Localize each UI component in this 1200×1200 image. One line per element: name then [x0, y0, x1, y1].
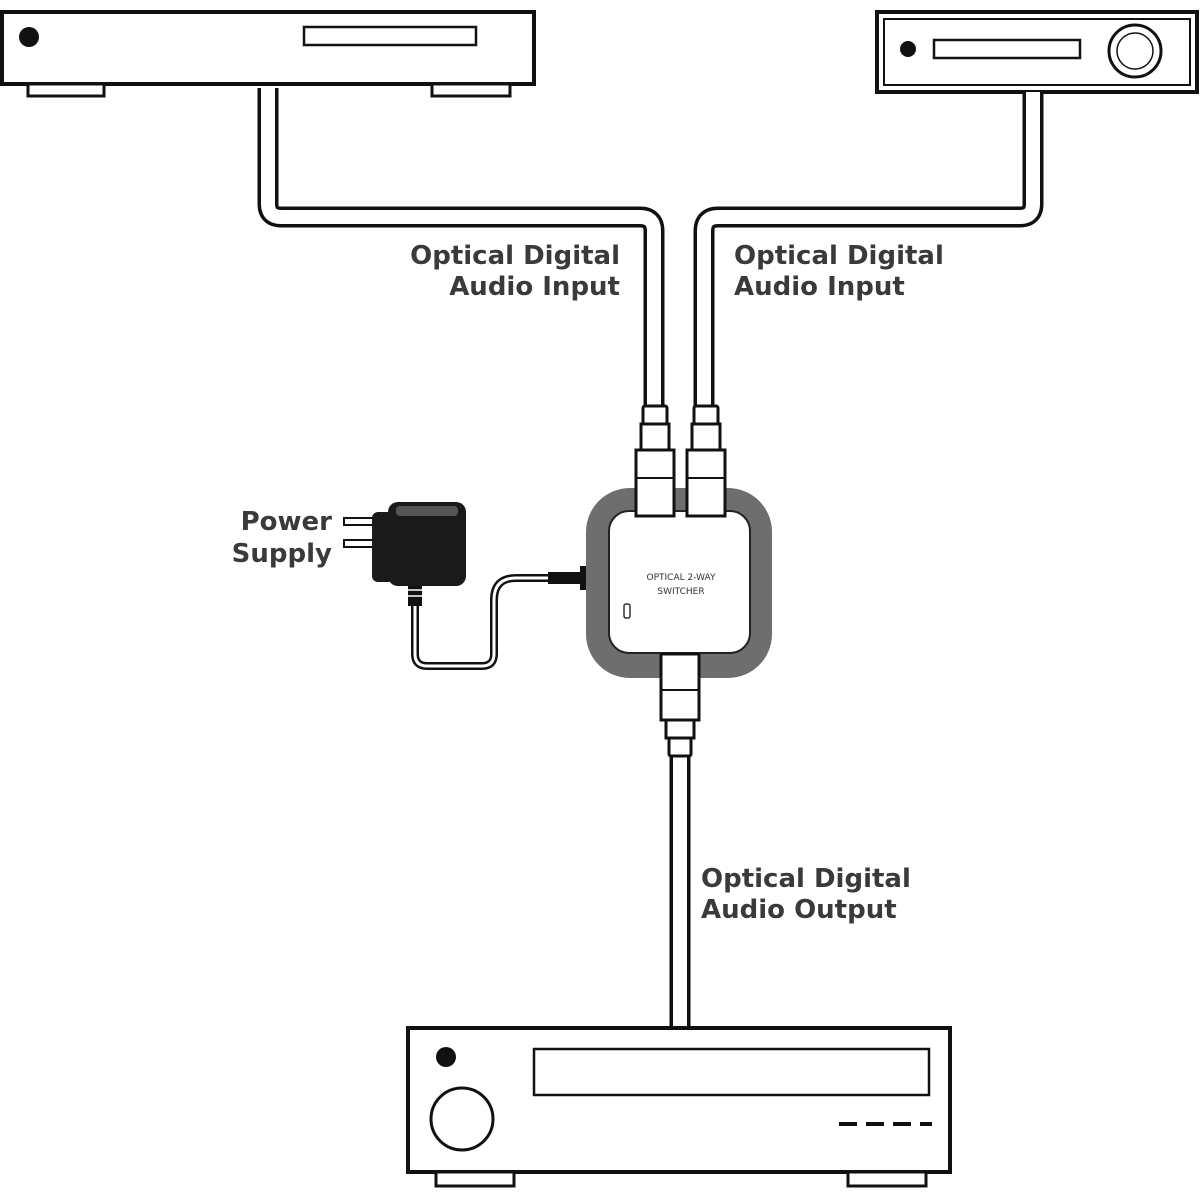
label-output-line2: Audio Output [701, 895, 897, 925]
display-window [932, 38, 1082, 60]
power-button-icon [19, 27, 39, 47]
device-foot-right [430, 82, 512, 98]
connector-input-left [634, 404, 676, 518]
switcher-label-line2: SWITCHER [657, 587, 704, 597]
label-input-right: Optical Digital Audio Input [734, 241, 944, 302]
destination-device [406, 1026, 952, 1188]
device-foot-left [434, 1170, 516, 1188]
label-input-left-line1: Optical Digital [410, 241, 620, 271]
power-button-icon [436, 1047, 456, 1067]
label-input-right-line1: Optical Digital [734, 241, 944, 271]
power-adapter [343, 502, 466, 586]
connector-output [659, 652, 701, 758]
device-foot-left [26, 82, 106, 98]
cable-input-left [257, 88, 665, 408]
device-foot-right [846, 1170, 928, 1188]
switcher-label-line1: OPTICAL 2-WAY [647, 573, 716, 583]
label-output: Optical Digital Audio Output [701, 864, 911, 925]
label-input-left: Optical Digital Audio Input [410, 241, 620, 302]
label-input-right-line2: Audio Input [734, 272, 905, 302]
connector-input-right [685, 404, 727, 518]
led-indicator-icon [623, 603, 631, 619]
switcher-unit: OPTICAL 2-WAY SWITCHER [586, 488, 772, 678]
source-device-right [875, 10, 1199, 94]
cable-input-right [693, 92, 1044, 408]
label-output-line1: Optical Digital [701, 864, 911, 894]
display-window [532, 1047, 931, 1097]
label-power-line2: Supply [232, 539, 332, 569]
power-button-icon [900, 41, 916, 57]
power-cord [408, 566, 602, 670]
label-input-left-line2: Audio Input [449, 272, 620, 302]
label-power-line1: Power [241, 507, 333, 537]
source-device-left [0, 10, 536, 98]
volume-knob-icon [429, 1086, 495, 1152]
display-window [302, 25, 478, 47]
label-power: Power Supply [232, 507, 332, 569]
